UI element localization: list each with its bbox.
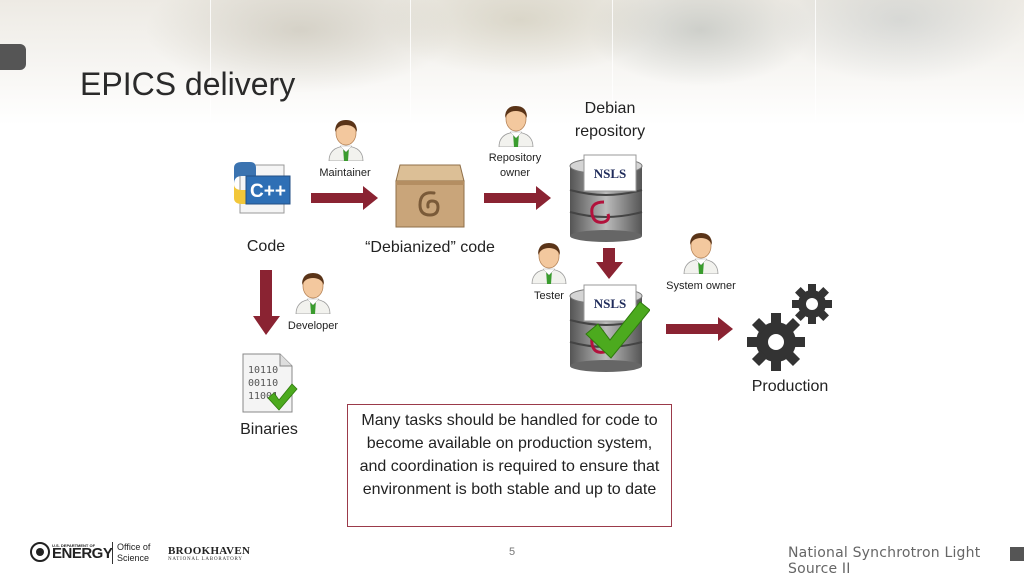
person-icon — [681, 230, 721, 274]
person-icon — [293, 270, 333, 314]
role-maintainer: Maintainer — [319, 167, 371, 179]
role-tester: Tester — [534, 290, 564, 302]
binary-file-icon: 10110 00110 11001 — [242, 353, 298, 413]
footer-square — [1010, 547, 1024, 561]
person-icon — [496, 103, 536, 147]
node-debian-repository-label: Debian repository — [574, 100, 646, 140]
doe-logo-text: ENERGY — [52, 545, 113, 562]
banner-divider — [815, 0, 816, 120]
node-binaries-label: Binaries — [240, 421, 298, 438]
arrow-package-to-repository — [484, 186, 551, 210]
nsls-server-icon: NSLS — [569, 154, 643, 242]
slide-title: EPICS delivery — [80, 66, 296, 102]
footer-institution: National Synchrotron Light Source II — [788, 545, 981, 577]
cpp-code-icon: C++ — [234, 162, 291, 214]
banner-divider — [210, 0, 211, 120]
role-repository-owner: Repository owner — [488, 152, 542, 179]
cpp-label: C++ — [250, 181, 286, 202]
banner-divider — [612, 0, 613, 120]
arrow-repository-to-tested — [596, 248, 623, 279]
person-icon — [529, 240, 569, 284]
check-icon — [585, 301, 650, 359]
bnl-logo-text: BROOKHAVEN — [168, 545, 251, 557]
bnl-sub-text: NATIONAL LABORATORY — [168, 557, 243, 562]
page-number: 5 — [508, 546, 516, 558]
binary-line: 10110 — [248, 365, 278, 376]
person-icon — [326, 117, 366, 161]
banner-divider — [410, 0, 411, 120]
note-box: Many tasks should be handled for code to… — [347, 404, 672, 527]
server-label: NSLS — [594, 296, 627, 311]
doe-office-text: Office of Science — [112, 542, 153, 564]
gears-icon — [747, 284, 832, 371]
arrow-code-to-binaries — [253, 270, 280, 335]
header-banner — [0, 0, 1024, 125]
server-label: NSLS — [594, 166, 627, 181]
arrow-repository-to-production — [666, 317, 733, 341]
doe-small-text: U.S. DEPARTMENT OF — [52, 543, 96, 548]
node-production-label: Production — [751, 378, 829, 395]
node-code-label: Code — [246, 238, 286, 255]
slide-tab-marker — [0, 44, 26, 70]
doe-seal-icon — [30, 542, 50, 562]
binary-line: 11001 — [248, 391, 278, 402]
role-developer: Developer — [287, 320, 339, 332]
role-system-owner: System owner — [666, 280, 736, 292]
binary-line: 00110 — [248, 378, 278, 389]
nsls-server-icon: NSLS — [569, 284, 643, 372]
node-debianized-code-label: “Debianized” code — [365, 239, 495, 256]
arrow-code-to-package — [311, 186, 378, 210]
debian-package-icon — [395, 164, 465, 228]
